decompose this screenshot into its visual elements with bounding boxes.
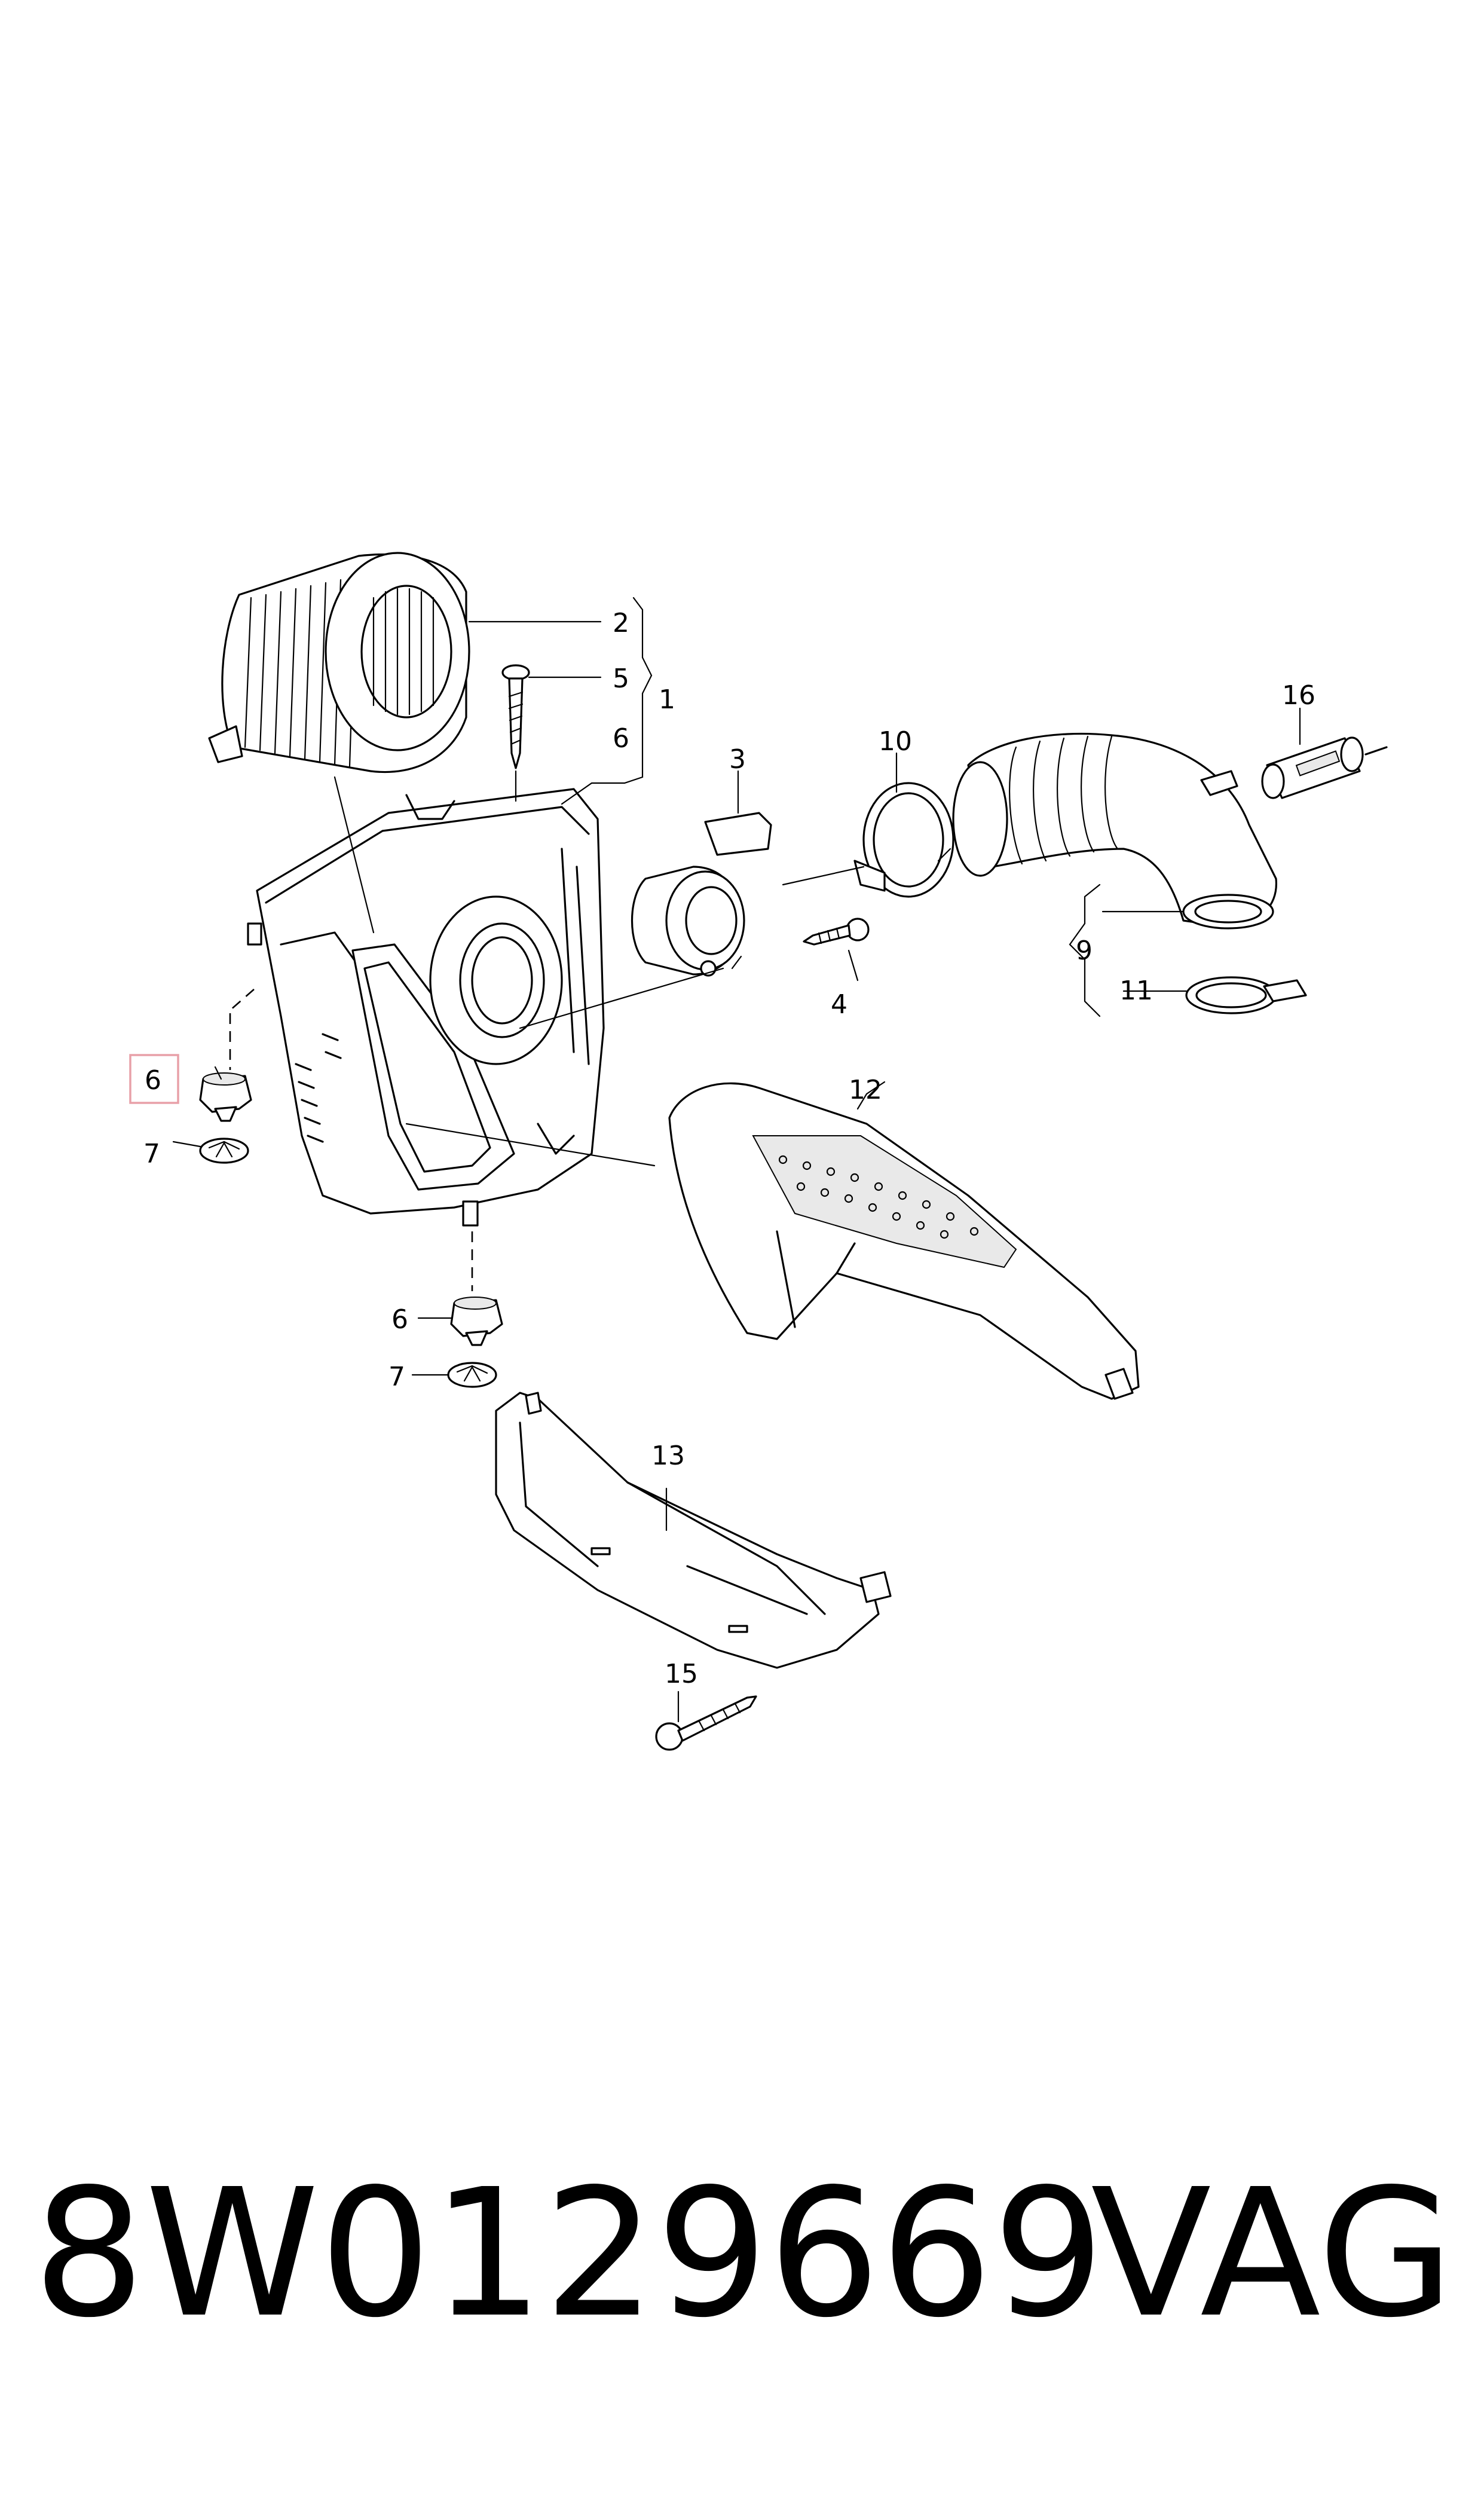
callout-15: 15 bbox=[665, 1659, 698, 1689]
alignment-lines bbox=[229, 989, 473, 1291]
rubber-grommet-bottom bbox=[450, 1297, 503, 1346]
callout-16: 16 bbox=[1282, 680, 1315, 711]
screw-4 bbox=[803, 918, 870, 946]
intake-hose bbox=[952, 732, 1277, 930]
callout-3: 3 bbox=[729, 744, 746, 775]
air-filter-housing bbox=[247, 788, 605, 1227]
screw-15 bbox=[655, 1695, 757, 1751]
lower-air-duct-13 bbox=[495, 1392, 892, 1669]
callout-6-highlighted: 6 bbox=[145, 1065, 161, 1096]
callout-13: 13 bbox=[651, 1441, 685, 1471]
callout-7-left: 7 bbox=[143, 1139, 160, 1169]
brand-caption: VAG bbox=[1091, 2151, 1455, 2356]
leader-lines bbox=[172, 597, 1301, 1723]
callout-10: 10 bbox=[879, 726, 912, 757]
rubber-grommet-left bbox=[199, 1072, 252, 1122]
washer-bottom bbox=[447, 1362, 497, 1388]
hose-connector-16 bbox=[1261, 736, 1388, 799]
screw-5 bbox=[501, 664, 530, 769]
callout-2: 2 bbox=[613, 608, 629, 638]
callout-6-upper: 6 bbox=[613, 723, 629, 754]
highlight-box bbox=[129, 1054, 179, 1104]
callout-7-lower: 7 bbox=[388, 1362, 405, 1392]
callout-9: 9 bbox=[1076, 936, 1093, 966]
exploded-parts-diagram: 1 2 3 4 5 6 6 6 7 7 9 10 11 12 13 15 16 bbox=[129, 552, 1388, 1751]
callout-12: 12 bbox=[849, 1075, 882, 1105]
air-mass-meter bbox=[631, 812, 772, 977]
callout-labels: 1 2 3 4 5 6 6 6 7 7 9 10 11 12 13 15 16 bbox=[143, 608, 1315, 1689]
callout-11: 11 bbox=[1119, 976, 1153, 1006]
hose-clamp-10 bbox=[853, 782, 954, 898]
callout-5: 5 bbox=[613, 664, 629, 694]
washer-left bbox=[199, 1138, 249, 1164]
air-filter-element bbox=[208, 552, 470, 774]
part-number-caption: 8W0129669 bbox=[33, 2151, 1105, 2356]
callout-6-lower: 6 bbox=[391, 1304, 408, 1335]
callout-4: 4 bbox=[831, 989, 847, 1020]
air-guide-12 bbox=[668, 1082, 1140, 1400]
hose-clamp-11 bbox=[1185, 976, 1307, 1014]
callout-1: 1 bbox=[659, 684, 675, 715]
